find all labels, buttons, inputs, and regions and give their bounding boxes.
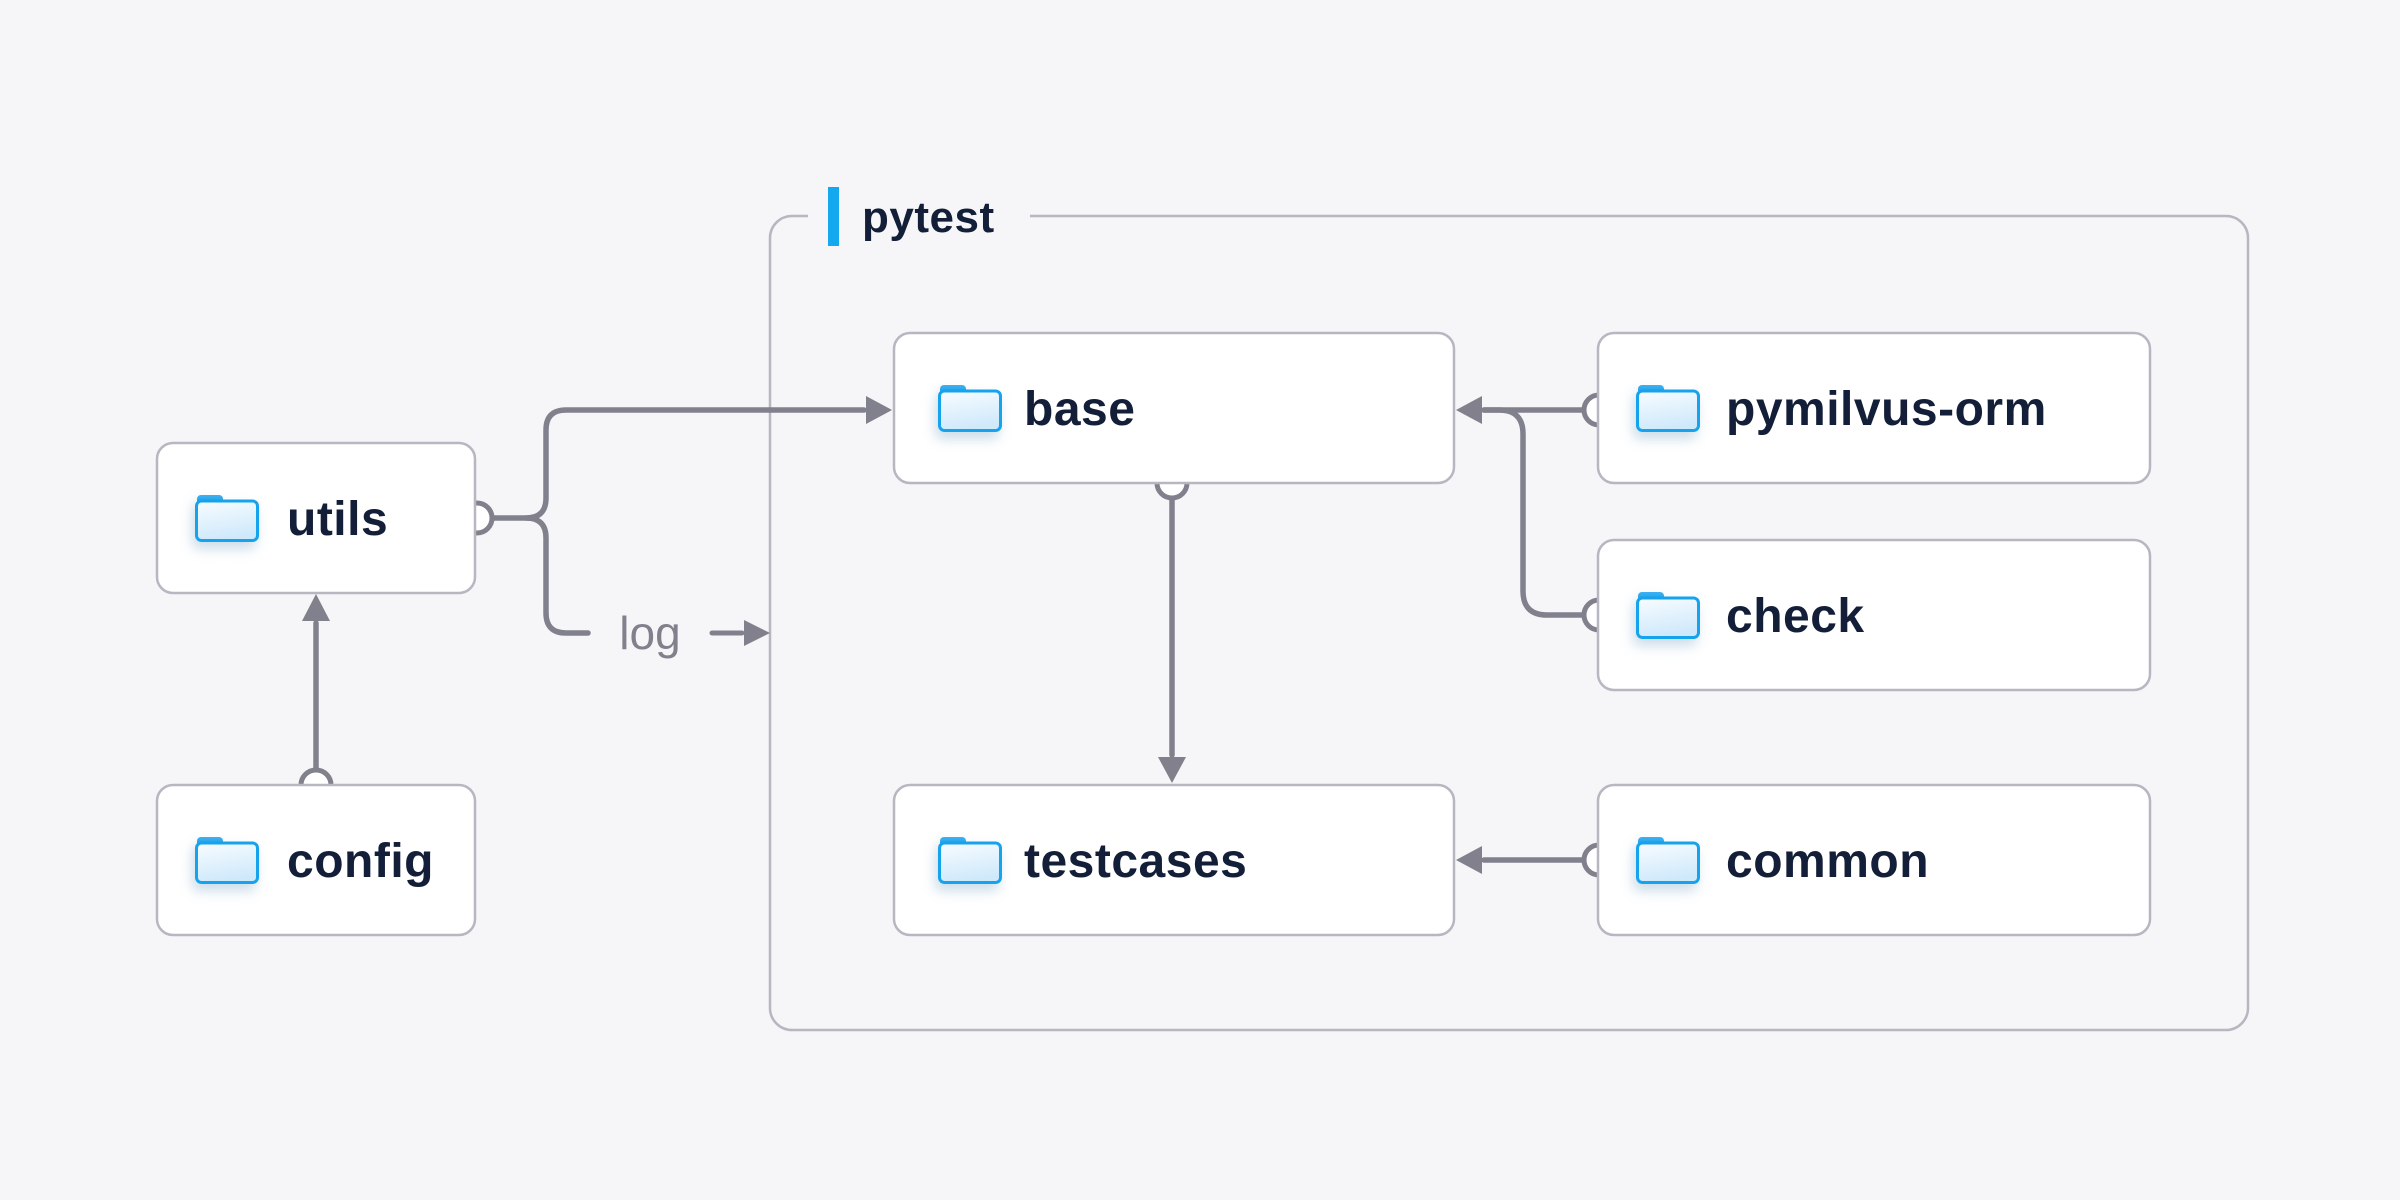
- edge-line: [1481, 407, 1587, 618]
- edge-line: [523, 515, 591, 636]
- node-box: [892, 331, 1456, 485]
- node-label: base: [1024, 383, 1135, 436]
- folder-icon: [938, 835, 1002, 884]
- node-label: pymilvus-orm: [1726, 383, 2047, 436]
- log-edge-label: log: [619, 607, 680, 659]
- node-config: config: [155, 783, 477, 937]
- folder-icon: [938, 383, 1002, 432]
- pytest-container: pytest: [768, 187, 2250, 1032]
- edge-line: [489, 407, 867, 521]
- folder-icon: [1636, 590, 1700, 639]
- arrowhead-left: [1456, 396, 1482, 424]
- node-label: utils: [287, 493, 388, 546]
- pytest-container-border: [768, 214, 2250, 1032]
- folder-icon: [195, 835, 259, 884]
- node-box: [892, 783, 1456, 937]
- node-box: [1596, 783, 2152, 937]
- node-label: common: [1726, 835, 1929, 888]
- node-label: check: [1726, 590, 1865, 643]
- pytest-accent-bar: [828, 187, 839, 246]
- node-label: testcases: [1024, 835, 1247, 888]
- node-box: [155, 441, 477, 595]
- arrowhead-down: [1158, 757, 1186, 783]
- edge-utils-base: [489, 396, 892, 521]
- node-box: [1596, 538, 2152, 692]
- folder-icon: [1636, 835, 1700, 884]
- node-common: common: [1596, 783, 2152, 937]
- arrowhead-left: [1456, 846, 1482, 874]
- node-testcases: testcases: [892, 783, 1456, 937]
- folder-icon: [195, 493, 259, 542]
- arrowhead-right: [744, 620, 770, 646]
- pytest-container-label: pytest: [862, 193, 995, 242]
- node-pymilvus-orm: pymilvus-orm: [1596, 331, 2152, 485]
- node-base: base: [892, 331, 1456, 485]
- arrowhead-up: [302, 594, 330, 621]
- arrowhead-right: [866, 396, 892, 424]
- pytest-label-backdrop: [808, 204, 1030, 230]
- node-label: config: [287, 835, 434, 888]
- node-check: check: [1596, 538, 2152, 692]
- node-box: [155, 783, 477, 937]
- node-box: [1596, 331, 2152, 485]
- folder-icon: [1636, 383, 1700, 432]
- edge-utils-log: log: [459, 500, 770, 659]
- node-utils: utils: [155, 441, 477, 595]
